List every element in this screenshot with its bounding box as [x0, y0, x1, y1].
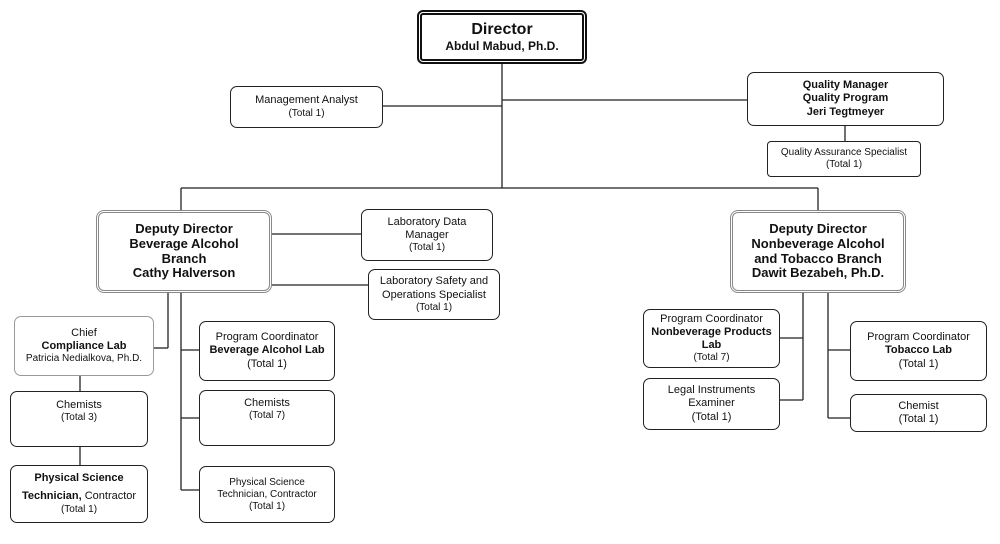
deputy-beverage-line4: Cathy Halverson: [132, 265, 236, 281]
pc-beverage-box: Program Coordinator Beverage Alcohol Lab…: [199, 321, 335, 381]
management-analyst-title: Management Analyst: [255, 94, 358, 107]
chemist-tobacco-title: Chemist: [898, 399, 939, 412]
chemists-compliance-title: Chemists: [56, 399, 102, 411]
deputy-beverage-box: Deputy Director Beverage Alcohol Branch …: [96, 210, 272, 293]
deputy-beverage-line2: Beverage Alcohol: [129, 235, 239, 251]
chief-compliance-line3: Patricia Nedialkova, Ph.D.: [25, 353, 143, 365]
qa-specialist-title: Quality Assurance Specialist: [780, 147, 908, 158]
pc-tobacco-box: Program Coordinator Tobacco Lab (Total 1…: [850, 321, 987, 381]
legal-examiner-box: Legal Instruments Examiner (Total 1): [643, 378, 780, 430]
director-title: Director: [471, 21, 533, 39]
pst-left-line1: Physical Science: [34, 471, 124, 484]
pst-mid-line2: Technician, Contractor: [217, 488, 317, 500]
pc-tobacco-line2: Tobacco Lab: [884, 344, 953, 357]
lab-data-manager-total: (Total 1): [408, 242, 446, 254]
chemists-beverage-box: Chemists (Total 7): [199, 390, 335, 446]
chemists-compliance-box: Chemists (Total 3): [10, 391, 148, 447]
lab-data-manager-line1: Laboratory Data: [387, 215, 467, 228]
chemists-beverage-title: Chemists: [244, 397, 290, 409]
lab-safety-line2: Operations Specialist: [382, 288, 486, 301]
pc-tobacco-line1: Program Coordinator: [867, 331, 970, 344]
pst-left-total: (Total 1): [60, 504, 98, 516]
chief-compliance-box: Chief Compliance Lab Patricia Nedialkova…: [14, 316, 154, 376]
legal-examiner-line1: Legal Instruments: [667, 384, 756, 397]
legal-examiner-total: (Total 1): [691, 410, 732, 423]
deputy-nonbev-line4: Dawit Bezabeh, Ph.D.: [751, 265, 885, 281]
quality-manager-line1: Quality Manager: [802, 79, 889, 92]
chemist-tobacco-total: (Total 1): [898, 413, 939, 425]
deputy-beverage-line3: Branch: [161, 250, 207, 266]
pst-left-line2b: Contractor: [84, 490, 137, 502]
lab-safety-box: Laboratory Safety and Operations Special…: [368, 269, 500, 320]
deputy-beverage-line1: Deputy Director: [135, 220, 233, 236]
pst-mid-line1: Physical Science: [229, 476, 305, 488]
chief-compliance-line1: Chief: [71, 326, 97, 339]
quality-manager-box: Quality Manager Quality Program Jeri Teg…: [747, 72, 944, 126]
deputy-nonbev-line3: and Tobacco Branch: [754, 250, 882, 266]
chemist-tobacco-box: Chemist (Total 1): [850, 394, 987, 432]
pc-tobacco-total: (Total 1): [898, 357, 939, 370]
deputy-nonbev-line1: Deputy Director: [769, 220, 867, 236]
pc-beverage-line2: Beverage Alcohol Lab: [209, 344, 325, 357]
lab-safety-total: (Total 1): [415, 301, 453, 313]
pc-beverage-total: (Total 1): [247, 357, 287, 370]
pc-nonbev-line1: Program Coordinator: [660, 312, 763, 325]
deputy-nonbev-line2: Nonbeverage Alcohol: [751, 235, 885, 251]
qa-specialist-box: Quality Assurance Specialist (Total 1): [767, 141, 921, 177]
pst-left-box: Physical Science Technician, Contractor …: [10, 465, 148, 523]
management-analyst-box: Management Analyst (Total 1): [230, 86, 383, 128]
pc-nonbev-total: (Total 7): [693, 352, 730, 364]
legal-examiner-line2: Examiner: [688, 397, 735, 410]
chemists-beverage-total: (Total 7): [248, 410, 286, 422]
quality-manager-line3: Jeri Tegtmeyer: [806, 105, 885, 118]
lab-safety-line1: Laboratory Safety and: [379, 275, 489, 288]
chemists-compliance-total: (Total 3): [60, 412, 98, 424]
quality-manager-line2: Quality Program: [802, 92, 889, 105]
director-box: Director Abdul Mabud, Ph.D.: [417, 10, 587, 64]
pc-nonbev-line3: Lab: [701, 339, 722, 352]
deputy-nonbev-box: Deputy Director Nonbeverage Alcohol and …: [730, 210, 906, 293]
pc-beverage-line1: Program Coordinator: [215, 331, 319, 344]
director-name: Abdul Mabud, Ph.D.: [445, 39, 559, 54]
qa-specialist-total: (Total 1): [825, 159, 863, 170]
pst-mid-box: Physical Science Technician, Contractor …: [199, 466, 335, 523]
pc-nonbev-box: Program Coordinator Nonbeverage Products…: [643, 309, 780, 368]
chief-compliance-line2: Compliance Lab: [41, 340, 127, 352]
lab-data-manager-box: Laboratory Data Manager (Total 1): [361, 209, 493, 261]
management-analyst-total: (Total 1): [288, 107, 325, 119]
pst-left-line2a: Technician,: [21, 490, 85, 502]
pc-nonbev-line2: Nonbeverage Products: [651, 325, 772, 338]
pst-mid-total: (Total 1): [248, 500, 286, 512]
lab-data-manager-line2: Manager: [405, 229, 449, 241]
